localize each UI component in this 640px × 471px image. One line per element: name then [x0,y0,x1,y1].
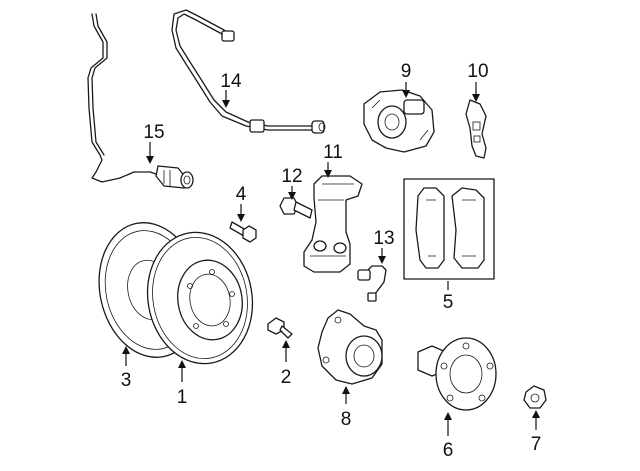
callout-11: 11 [323,142,343,163]
part-6-hub [417,337,497,411]
callout-9: 9 [401,61,412,82]
callout-12: 12 [281,166,302,187]
callout-1: 1 [177,387,188,408]
part-7-nut [523,385,547,409]
callout-3: 3 [121,370,132,391]
part-4-bolt [229,221,257,243]
part-13-wear-sensor [357,265,387,302]
part-15-speed-sensor [87,13,194,189]
part-8-wheel-bearing [317,309,383,385]
callout-14: 14 [220,71,242,92]
callout-15: 15 [143,122,164,143]
callout-13: 13 [373,228,394,249]
callout-4: 4 [236,184,247,205]
part-5-brake-pads [403,178,495,280]
callout-7: 7 [531,434,542,455]
callout-6: 6 [443,440,454,461]
part-12-guide-bolt [279,197,313,219]
callout-10: 10 [467,61,488,82]
part-11-caliper-bracket [303,175,363,273]
part-9-caliper-housing [363,89,435,153]
callout-2: 2 [281,367,292,388]
callout-5: 5 [443,292,454,313]
part-10-pad-clip [465,99,487,159]
leader-lines [122,82,540,436]
callout-8: 8 [341,409,352,430]
part-2-bolt [267,317,293,339]
part-1-rotor [146,231,254,365]
callout-labels: 1 2 3 4 5 6 7 8 9 10 11 12 13 14 15 [121,61,542,461]
part-14-brake-hose [171,9,326,134]
